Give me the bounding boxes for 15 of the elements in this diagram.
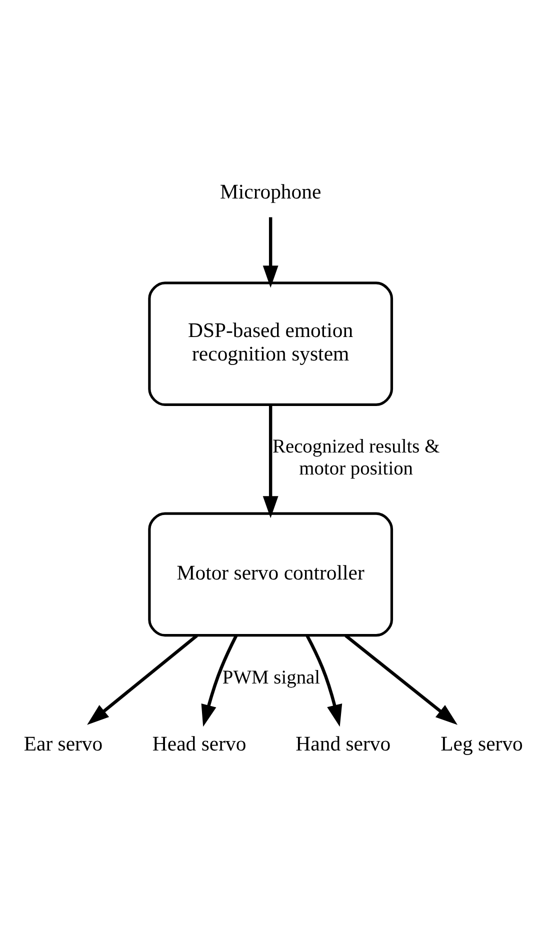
edge-label: Recognized results & motor position	[272, 436, 440, 480]
arrow	[262, 405, 278, 518]
node-box: DSP-based emotion recognition system	[148, 282, 394, 406]
arrow	[87, 634, 198, 725]
node-text: Ear servo	[24, 733, 103, 756]
node-text: Leg servo	[440, 733, 523, 756]
arrow	[344, 634, 458, 725]
edge-label: PWM signal	[222, 667, 320, 688]
node-text: Hand servo	[296, 733, 391, 756]
arrow	[201, 635, 238, 727]
node-text: Microphone	[220, 181, 322, 204]
node-text: Head servo	[152, 733, 246, 756]
arrow	[262, 217, 278, 288]
node-box: Motor servo controller	[148, 512, 394, 637]
arrow	[306, 634, 342, 727]
